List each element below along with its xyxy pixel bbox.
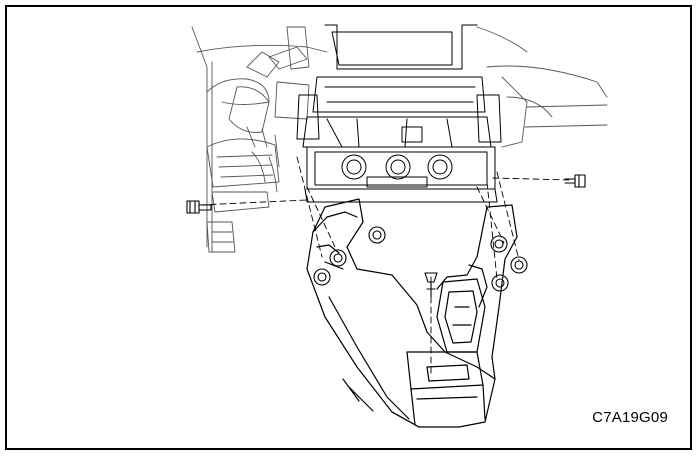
figure-code: C7A19G09 (592, 409, 668, 426)
center-stack (296, 24, 502, 203)
floor-console (306, 198, 518, 428)
figure-frame: C7A19G09 (5, 5, 692, 450)
screw-console-right-2 (510, 256, 528, 274)
clip-center (424, 272, 438, 298)
screw-left-outer (186, 200, 212, 214)
fasteners (186, 174, 586, 298)
screw-console-left-2 (329, 249, 347, 267)
screw-console-left-3 (313, 268, 331, 286)
console-removal-illustration (186, 24, 608, 428)
screw-console-right-3 (491, 274, 509, 292)
screw-console-right-1 (490, 235, 508, 253)
screw-right-outer (564, 174, 586, 188)
right-panel (476, 26, 608, 148)
fastener-alignment-lines (199, 156, 573, 378)
instrument-panel (191, 26, 328, 253)
screw-console-left-1 (368, 226, 386, 244)
